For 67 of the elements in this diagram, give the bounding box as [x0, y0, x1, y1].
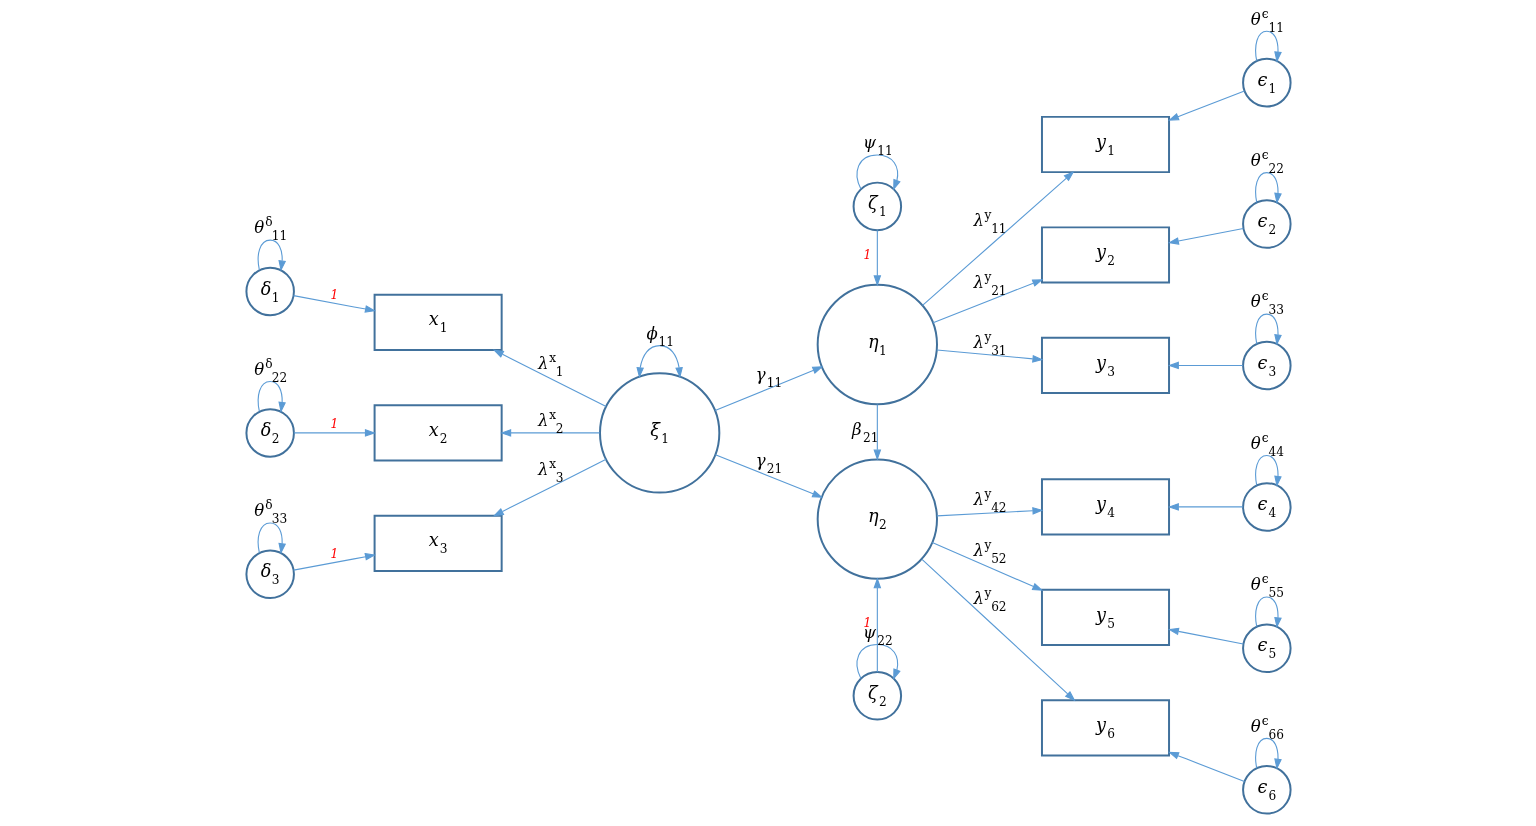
edge-label: ψ$_{11}$ — [862, 133, 893, 159]
node-circle: η$_{2}$ — [816, 458, 938, 580]
arrow — [1167, 627, 1244, 645]
arrow — [856, 154, 901, 191]
arrow — [257, 239, 286, 272]
arrow — [872, 403, 881, 461]
arrow — [931, 541, 1043, 591]
arrow — [1167, 361, 1243, 370]
arrow — [1254, 737, 1282, 770]
arrow — [935, 349, 1043, 363]
arrow — [492, 458, 607, 517]
node-circle: ϵ$_{2}$ — [1241, 199, 1292, 249]
edge-label: 1 — [329, 546, 338, 561]
arrow — [921, 171, 1074, 306]
node-box: y$_{1}$ — [1040, 115, 1170, 174]
node-box: y$_{2}$ — [1040, 226, 1170, 284]
arrow — [872, 577, 881, 673]
arrow — [1254, 172, 1282, 205]
arrow — [1254, 596, 1282, 629]
arrow — [635, 345, 683, 379]
node-circle: η$_{1}$ — [816, 283, 938, 406]
node-circle: δ$_{3}$ — [244, 549, 295, 600]
arrow — [257, 380, 286, 413]
arrow — [292, 295, 376, 313]
node-circle: δ$_{2}$ — [244, 408, 295, 458]
arrow — [1254, 313, 1282, 346]
edge-label: β$_{21}$ — [851, 419, 878, 445]
edge-label: γ$_{21}$ — [755, 451, 782, 477]
edge-label: ϕ$_{11}$ — [645, 323, 674, 349]
arrow — [935, 506, 1043, 517]
arrow — [292, 553, 376, 571]
node-circle: ϵ$_{1}$ — [1241, 57, 1292, 108]
node-box: y$_{5}$ — [1040, 588, 1170, 647]
arrow — [292, 429, 376, 437]
node-box: y$_{3}$ — [1040, 336, 1170, 395]
edge-label: 1 — [329, 417, 338, 432]
node-box: x$_{2}$ — [373, 404, 503, 462]
node-box: y$_{6}$ — [1040, 699, 1170, 757]
node-circle: ϵ$_{6}$ — [1241, 765, 1292, 815]
node-box: x$_{3}$ — [373, 514, 503, 572]
arrow — [499, 429, 600, 437]
arrow — [920, 558, 1076, 702]
node-box: y$_{4}$ — [1040, 478, 1170, 536]
edge-label: γ$_{11}$ — [755, 364, 782, 390]
arrow — [1167, 751, 1245, 783]
node-circle: ϵ$_{5}$ — [1241, 623, 1292, 674]
arrow — [714, 454, 823, 498]
node-circle: ζ$_{2}$ — [852, 671, 902, 721]
edge-label: 1 — [863, 248, 871, 263]
arrow — [1167, 503, 1243, 511]
arrow — [714, 366, 823, 412]
arrow — [1167, 227, 1244, 245]
node-circle: ξ$_{1}$ — [598, 372, 720, 494]
arrow — [856, 643, 901, 681]
arrow — [932, 279, 1043, 324]
arrow — [492, 349, 607, 408]
arrow — [1254, 30, 1282, 63]
arrow — [1167, 90, 1245, 121]
node-box: x$_{1}$ — [373, 293, 503, 351]
node-circle: ϵ$_{3}$ — [1241, 340, 1292, 391]
edge-label: 1 — [329, 287, 338, 302]
node-circle: ϵ$_{4}$ — [1241, 482, 1292, 532]
arrow — [1254, 455, 1282, 487]
node-circle: δ$_{1}$ — [244, 266, 295, 317]
arrow — [872, 229, 881, 287]
arrow — [257, 522, 286, 555]
node-circle: ζ$_{1}$ — [852, 181, 902, 232]
